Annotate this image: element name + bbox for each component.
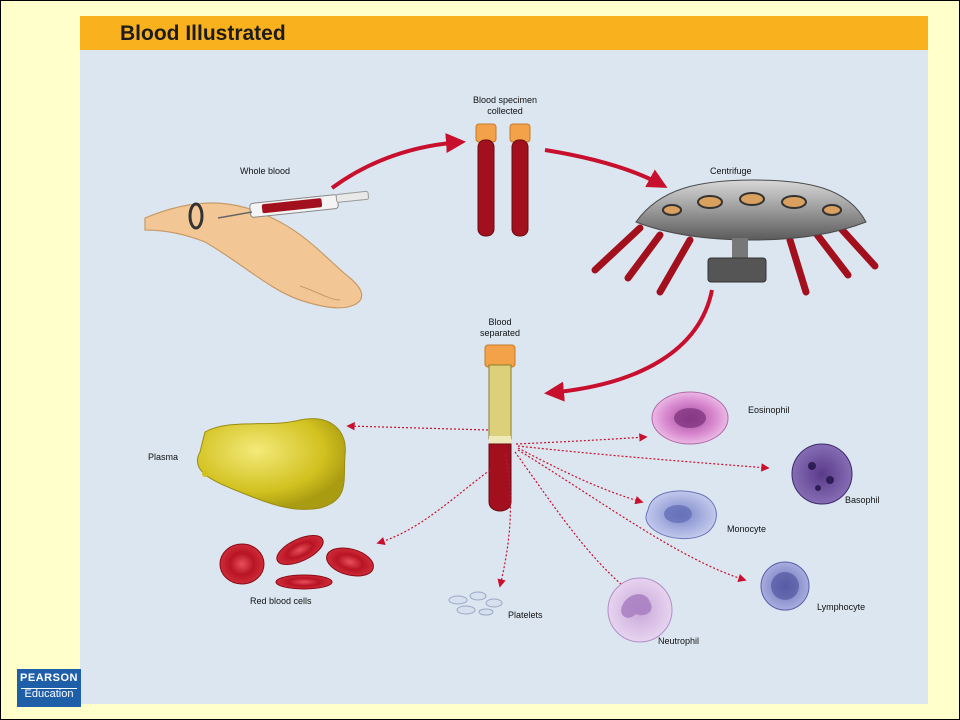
centrifuge-label: Centrifuge xyxy=(710,166,752,176)
plasma-illustration xyxy=(197,418,346,510)
figure-title: Blood Illustrated xyxy=(120,22,286,45)
lymphocyte-illustration xyxy=(760,561,810,611)
arm-illustration xyxy=(144,202,363,309)
lymphocyte-label: Lymphocyte xyxy=(817,602,865,612)
arrow-to-neutrophil xyxy=(514,451,630,592)
logo-brand: PEARSON xyxy=(20,672,78,684)
arrow-to-basophil xyxy=(517,445,770,472)
monocyte-illustration xyxy=(645,490,717,539)
specimen-label-line1: Blood specimen xyxy=(473,95,537,105)
monocyte-label: Monocyte xyxy=(727,524,766,534)
neutrophil-label: Neutrophil xyxy=(658,636,699,646)
logo-sub: Education xyxy=(24,688,74,700)
separated-label-line2: separated xyxy=(480,328,520,338)
arrow-to-rbc xyxy=(376,469,491,546)
eosinophil-label: Eosinophil xyxy=(748,405,790,415)
arrow-to-specimen xyxy=(330,133,466,190)
centrifuge-illustration xyxy=(591,179,879,296)
specimen-tubes xyxy=(475,123,531,237)
whole-blood-label: Whole blood xyxy=(240,166,290,176)
neutrophil-illustration xyxy=(607,577,673,643)
specimen-label-line2: collected xyxy=(487,106,523,116)
red-blood-cells-label: Red blood cells xyxy=(250,596,312,606)
red-blood-cells-illustration xyxy=(219,534,374,590)
arrow-to-separated xyxy=(544,289,714,402)
separated-label-line1: Blood xyxy=(488,317,511,327)
basophil-label: Basophil xyxy=(845,495,880,505)
arrow-to-centrifuge xyxy=(544,148,668,188)
syringe-icon xyxy=(217,190,369,219)
separated-tube xyxy=(484,344,516,512)
eosinophil-illustration xyxy=(651,391,729,445)
arrow-to-eosinophil xyxy=(515,433,648,445)
platelets-illustration xyxy=(448,591,503,616)
pearson-education-logo: PEARSON Education xyxy=(17,669,81,707)
plasma-label: Plasma xyxy=(148,452,178,462)
basophil-illustration xyxy=(791,443,853,505)
arrow-to-lymphocyte xyxy=(517,449,747,583)
arrow-to-monocyte xyxy=(517,447,644,505)
arrow-to-platelets xyxy=(497,454,512,588)
title-bar: Blood Illustrated xyxy=(80,16,928,50)
platelets-label: Platelets xyxy=(508,610,543,620)
logo-divider xyxy=(21,688,77,689)
arrow-to-plasma xyxy=(346,421,489,431)
